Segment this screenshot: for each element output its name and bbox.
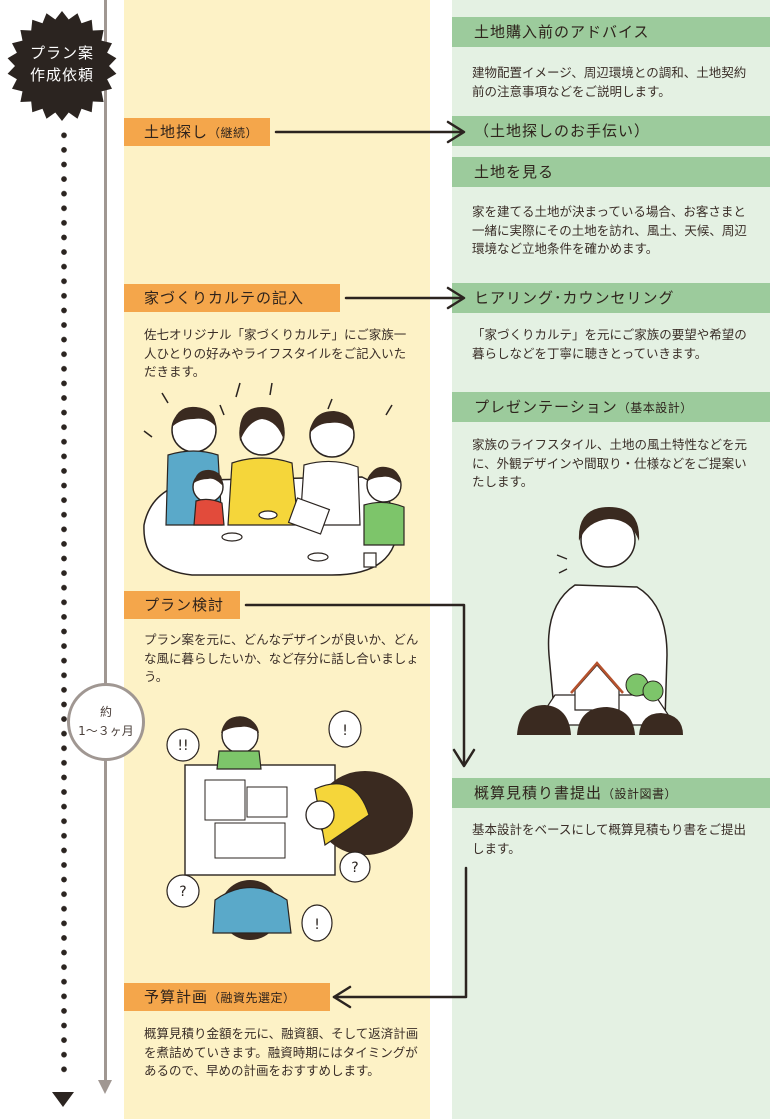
step-tochi-sagashi-title: 土地探し [144,123,209,141]
arrow-mitsumori-to-yosan [332,866,468,999]
step-karute-header: 家づくりカルテの記入 [124,284,340,312]
step-hearing-header: ヒアリング･カウンセリング [452,283,770,313]
step-mitsumori-suffix: （設計図書） [602,787,678,801]
arrow-head-hearing [446,286,466,310]
step-mitsumori-title: 概算見積り書提出 [474,784,603,802]
step-tochi-miru-header: 土地を見る [452,157,770,187]
step-otetsudai-title: （土地探しのお手伝い） [474,122,651,140]
period-line-2: 1～３ヶ月 [78,724,134,738]
presentation-illustration [517,507,683,735]
period-line-1: 約 [99,705,112,719]
step-advice-title: 土地購入前のアドバイス [474,23,650,41]
plan-discussion-illustration: !!!??! [166,710,413,942]
step-tochi-miru-title: 土地を見る [474,163,555,181]
step-plan-kento-title: プラン検討 [144,596,225,614]
step-plan-kento-header: プラン検討 [124,591,240,619]
badge-line-2: 作成依頼 [29,66,94,84]
step-tochi-sagashi-suffix: （継続） [208,126,259,140]
svg-text:!: ! [342,723,348,739]
dotted-timeline [61,128,67,1078]
family-karte-illustration [143,382,405,576]
step-hearing-desc: 「家づくりカルテ」を元にご家族の要望や希望の暮らしなどを丁寧に聴きとっていきます… [472,327,747,361]
svg-text:?: ? [179,884,186,900]
badge-line-1: プラン案 [29,44,94,62]
step-karute-title: 家づくりカルテの記入 [144,289,305,307]
arrow-head-mitsumori [452,748,476,768]
svg-text:!!: !! [177,738,188,754]
step-mitsumori-header: 概算見積り書提出（設計図書） [452,778,770,808]
step-yosan-title: 予算計画 [144,988,209,1006]
step-plan-kento-desc: プラン案を元に、どんなデザインが良いか、どんな風に暮らしたいか、など存分に話し合… [144,632,419,684]
step-advice-desc: 建物配置イメージ、周辺環境との調和、土地契約前の注意事項などをご説明します。 [472,65,747,99]
period-circle: 約 1～３ヶ月 [67,683,145,761]
step-hearing-title: ヒアリング･カウンセリング [474,289,675,307]
step-tochi-sagashi-header: 土地探し（継続） [124,118,270,146]
step-yosan-header: 予算計画（融資先選定） [124,983,330,1011]
step-yosan-desc: 概算見積り金額を元に、融資額、そして返済計画を煮詰めていきます。融資時期にはタイ… [144,1026,419,1078]
timeline-arrow-head [98,1080,112,1094]
step-presentation-title: プレゼンテーション [474,398,618,416]
step-otetsudai-header: （土地探しのお手伝い） [452,116,770,146]
step-presentation-suffix: （基本設計） [617,401,693,415]
step-tochi-miru-desc: 家を建てる土地が決まっている場合、お客さまと一緒に実際にその土地を訪れ、風土、天… [472,204,747,256]
step-advice-header: 土地購入前のアドバイス [452,17,770,47]
arrow-plan-to-mitsumori [244,603,466,766]
dotted-timeline-arrow-head [52,1092,74,1107]
svg-text:?: ? [351,860,358,876]
timeline-line [104,0,107,1080]
step-karute-desc: 佐七オリジナル「家づくりカルテ」にご家族一人ひとりの好みやライフスタイルをご記入… [144,327,407,379]
arrow-head-otetsudai [446,120,466,144]
step-presentation-desc: 家族のライフスタイル、土地の風土特性などを元に、外観デザインや間取り・仕様などを… [472,437,748,489]
step-yosan-suffix: （融資先選定） [208,991,296,1005]
arrow-head-yosan [332,985,352,1009]
starburst-shape [7,11,117,121]
step-presentation-header: プレゼンテーション（基本設計） [452,392,770,422]
svg-text:!: ! [314,917,320,933]
plan-request-badge: プラン案 作成依頼 [6,10,118,122]
step-mitsumori-desc: 基本設計をベースにして概算見積もり書をご提出します。 [472,822,747,856]
